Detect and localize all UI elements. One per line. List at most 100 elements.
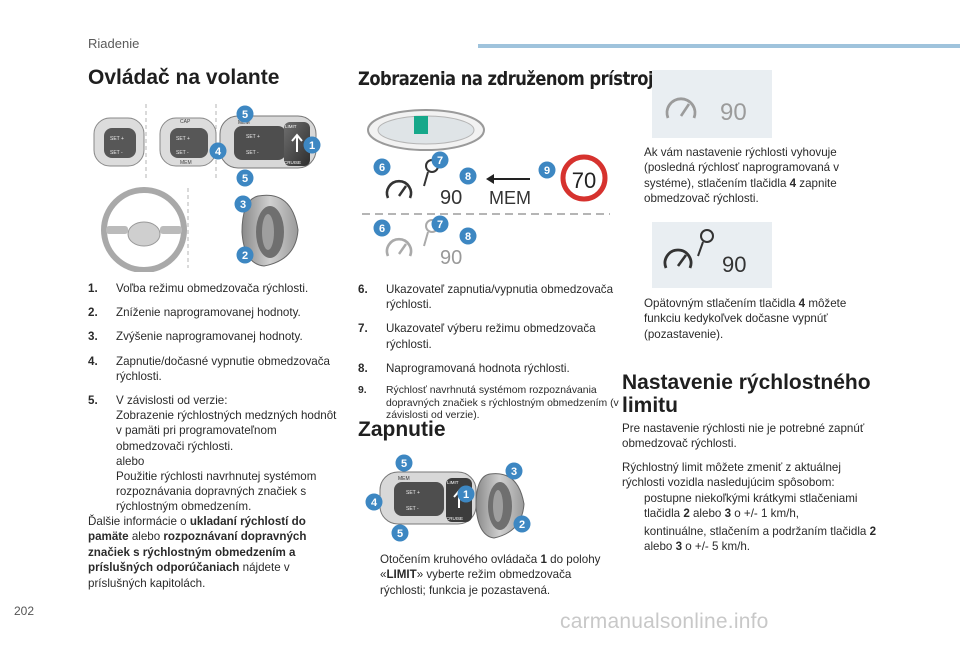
svg-text:7: 7	[437, 155, 443, 167]
callout: 8	[459, 167, 477, 185]
callout: 3	[234, 195, 252, 213]
steering-control-illustration: SET + SET - CAP SET + SET - MEM MEM SET …	[93, 104, 321, 272]
speed-limiter-icon	[665, 97, 697, 119]
callout: 4	[209, 142, 227, 160]
svg-text:3: 3	[511, 466, 517, 478]
list-item: Otočením kruhového ovládača 1 do polohy …	[380, 553, 601, 597]
title-activation: Zapnutie	[358, 418, 446, 441]
list-item: kontinuálne, stlačením a podržaním tlači…	[644, 524, 877, 554]
list-item: 7.Ukazovateľ výberu režimu obmedzovača r…	[358, 322, 596, 351]
svg-text:LIMIT: LIMIT	[285, 124, 297, 129]
list-item: 5.V závislosti od verzie:Zobrazenie rých…	[88, 394, 337, 514]
callout: 9	[538, 161, 556, 179]
svg-text:SET -: SET -	[176, 150, 189, 156]
display-items-list: 6.Ukazovateľ zapnutia/vypnutia obmedzova…	[358, 282, 620, 432]
svg-text:SET -: SET -	[406, 506, 419, 512]
list-item: 9.Rýchlosť navrhnutá systémom rozpoznáva…	[358, 385, 619, 422]
programmed-speed-a: 90	[440, 187, 462, 209]
header-accent-bar	[478, 44, 960, 48]
mem-label: MEM	[489, 188, 531, 208]
svg-text:CRUISE: CRUISE	[284, 160, 301, 165]
stalk-view-main: MEM SET + SET - LIMIT CRUISE	[219, 115, 317, 169]
svg-text:8: 8	[465, 171, 471, 183]
svg-text:LIMIT: LIMIT	[447, 480, 459, 485]
activation-control-illustration: MEM SET + SET - LIMIT CRUISE 5 3 4 1 5 2	[365, 454, 531, 542]
display-panel-1-content: 90	[665, 97, 747, 126]
svg-text:1: 1	[463, 489, 469, 501]
setting-methods-list: postupne niekoľkými krátkymi stlačeniami…	[622, 491, 884, 557]
section-label: Riadenie	[88, 36, 140, 51]
right-bullet-1: Ak vám nastavenie rýchlosti vyhovuje (po…	[622, 145, 872, 209]
limit-mode-icon	[697, 229, 714, 257]
svg-text:5: 5	[397, 528, 403, 540]
callout: 5	[236, 169, 254, 187]
list-item: 2.Zníženie naprogramovanej hodnoty.	[88, 306, 301, 320]
list-item: 6.Ukazovateľ zapnutia/vypnutia obmedzova…	[358, 283, 614, 312]
callout: 6	[373, 158, 391, 176]
speed-limiter-icon	[385, 237, 413, 257]
svg-text:70: 70	[572, 168, 596, 193]
list-item: Ak vám nastavenie rýchlosti vyhovuje (po…	[644, 146, 840, 206]
rotary-knob-side	[241, 194, 299, 267]
svg-text:4: 4	[215, 146, 222, 158]
callout: 7	[431, 151, 449, 169]
right-bullet-2: Opätovným stlačením tlačidla 4 môžete fu…	[622, 296, 872, 344]
svg-text:5: 5	[401, 458, 407, 470]
svg-text:MEM: MEM	[398, 476, 410, 482]
watermark: carmanualsonline.info	[560, 610, 769, 633]
svg-text:SET +: SET +	[110, 136, 124, 142]
callout: 3	[505, 462, 523, 480]
arrow-left-icon	[486, 174, 530, 184]
setting-paragraph-1: Pre nastavenie rýchlosti nie je potrebné…	[622, 422, 865, 451]
callout: 2	[513, 515, 531, 533]
control-items-list: 1.Voľba režimu obmedzovača rýchlosti. 2.…	[88, 281, 344, 524]
list-item: postupne niekoľkými krátkymi stlačeniami…	[644, 492, 858, 521]
activation-instruction: Otočením kruhového ovládača 1 do polohy …	[358, 552, 620, 600]
svg-text:SET +: SET +	[176, 136, 190, 142]
stalk-view-1: SET + SET -	[93, 117, 145, 167]
svg-text:CRUISE: CRUISE	[446, 516, 463, 521]
svg-text:6: 6	[379, 162, 385, 174]
svg-text:2: 2	[242, 250, 248, 262]
speed-limit-sign: 70	[560, 154, 608, 202]
callout: 4	[365, 493, 383, 511]
svg-text:SET -: SET -	[110, 150, 123, 156]
svg-text:1: 1	[309, 140, 315, 152]
title-speed-limit-setting: Nastavenie rýchlostného limitu	[622, 371, 871, 417]
svg-text:7: 7	[437, 219, 443, 231]
speed-limiter-icon	[663, 248, 693, 269]
svg-text:5: 5	[242, 109, 248, 121]
callout: 2	[236, 246, 254, 264]
list-item: Opätovným stlačením tlačidla 4 môžete fu…	[644, 297, 847, 341]
cluster-display-illustration: 90 MEM 70 90 6 7 8 9 6 7 8	[362, 109, 610, 269]
steering-wheel	[101, 187, 187, 272]
svg-text:9: 9	[544, 165, 550, 177]
panel2-speed: 90	[722, 252, 746, 277]
svg-text:CAP: CAP	[180, 119, 191, 125]
list-item: 4.Zapnutie/dočasné vypnutie obmedzovača …	[88, 354, 330, 383]
svg-text:8: 8	[465, 231, 471, 243]
svg-text:2: 2	[519, 519, 525, 531]
svg-text:SET +: SET +	[246, 134, 260, 140]
callout: 8	[459, 227, 477, 245]
list-item: 3.Zvýšenie naprogramovanej hodnoty.	[88, 330, 303, 344]
svg-text:6: 6	[379, 223, 385, 235]
list-item: 8.Naprogramovaná hodnota rýchlosti.	[358, 361, 570, 375]
callout: 7	[431, 215, 449, 233]
callout: 5	[395, 454, 413, 472]
page-number: 202	[14, 604, 35, 618]
programmed-speed-b: 90	[440, 247, 462, 269]
svg-text:3: 3	[240, 199, 246, 211]
panel1-speed: 90	[720, 99, 747, 126]
svg-text:SET -: SET -	[246, 150, 259, 156]
stalk-view-2: CAP SET + SET - MEM	[159, 117, 217, 167]
callout: 1	[457, 485, 475, 503]
display-panel-2-content: 90	[663, 229, 746, 277]
more-info-paragraph: Ďalšie informácie o ukladaní rýchlostí d…	[88, 515, 307, 590]
title-cluster-display: Zobrazenia na združenom prístroji	[358, 68, 659, 90]
svg-text:SET +: SET +	[406, 490, 420, 496]
callout: 1	[303, 136, 321, 154]
title-steering-control: Ovládač na volante	[88, 66, 280, 89]
callout: 5	[236, 105, 254, 123]
svg-text:4: 4	[371, 497, 378, 509]
